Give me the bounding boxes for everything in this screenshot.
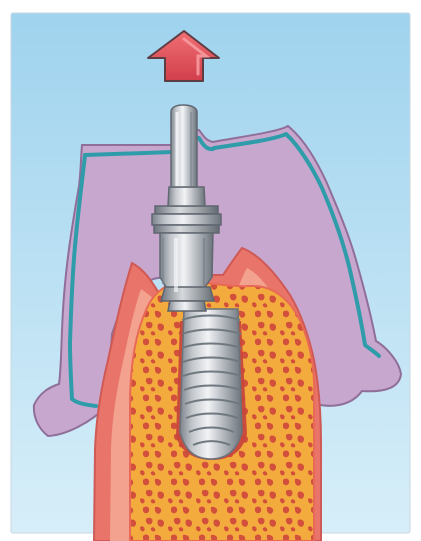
implant-body [180,309,242,459]
